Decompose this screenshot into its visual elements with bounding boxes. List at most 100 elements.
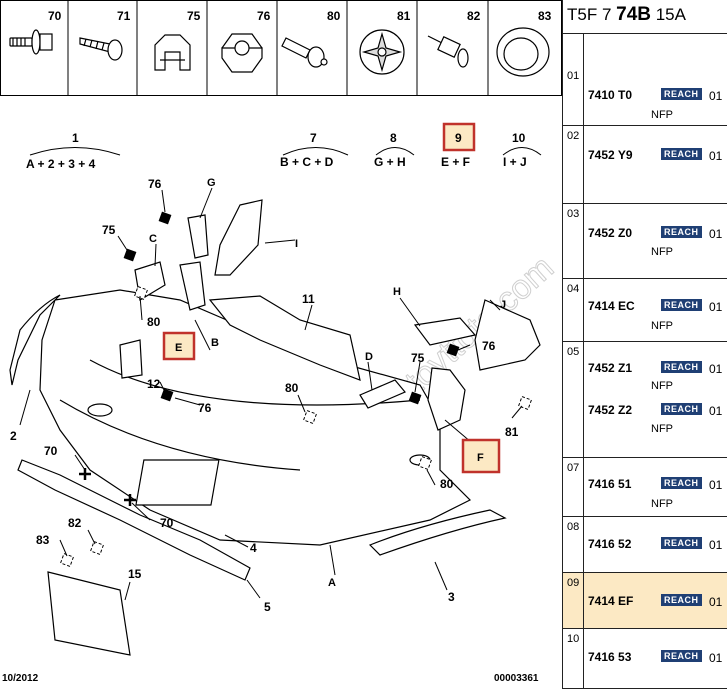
clip-markers	[59, 285, 533, 568]
nfp-label: NFP	[651, 423, 673, 435]
callout-80: 80	[440, 477, 454, 491]
parts-row-05[interactable]: 05 7452 Z1 REACH 01 NFP 7452 Z2 REACH 01…	[563, 342, 727, 458]
row-index: 08	[567, 521, 580, 533]
callout-I: I	[295, 238, 298, 250]
assembly-formula: E + F	[441, 155, 470, 169]
part-reference[interactable]: 7416 52	[588, 537, 632, 551]
row-index: 02	[567, 130, 580, 142]
part-reference[interactable]: 7452 Z1	[588, 361, 633, 375]
part-reference[interactable]: 7414 EC	[588, 299, 635, 313]
reach-badge: REACH	[661, 88, 702, 100]
panel-header: T5F 7 74B 15A	[563, 0, 727, 34]
callout-F-highlighted[interactable]: F	[461, 438, 501, 474]
row-index: 05	[567, 346, 580, 358]
reach-badge: REACH	[661, 361, 702, 373]
bracket-H	[413, 317, 477, 346]
icon-number-83: 83	[538, 9, 552, 23]
row-line: 7416 52 REACH 01	[588, 535, 727, 555]
assembly-formula: I + J	[503, 155, 527, 169]
bracket-F	[427, 367, 466, 431]
icon-number-70: 70	[48, 9, 62, 23]
callout-4: 4	[250, 541, 257, 555]
trim-strip-right	[368, 509, 507, 556]
row-line: 7452 Z0 REACH 01	[588, 224, 727, 244]
part-reference[interactable]: 7414 EF	[588, 594, 634, 608]
row-line: 7416 53 REACH 01	[588, 648, 727, 668]
bolt-with-washer-icon	[9, 29, 53, 55]
row-line: 7452 Y9 REACH 01	[588, 146, 727, 166]
part-reference[interactable]: 7416 51	[588, 477, 632, 491]
assembly-formula: A + 2 + 3 + 4	[26, 157, 96, 171]
parts-row-04[interactable]: 04 7414 EC REACH 01 NFP	[563, 279, 727, 342]
parts-row-07[interactable]: 07 7416 51 REACH 01 NFP	[563, 458, 727, 517]
callout-75: 75	[411, 351, 425, 365]
row-line: 7414 EF REACH 01	[588, 592, 727, 612]
quantity: 01	[709, 595, 723, 609]
part-reference[interactable]: 7410 T0	[588, 88, 633, 102]
parts-list-panel: T5F 7 74B 15A 01 7410 T0 REACH 01 NFP 02…	[562, 0, 727, 689]
header-bold: 74B	[616, 4, 651, 25]
bracket-J	[474, 299, 541, 371]
nfp-label: NFP	[651, 320, 673, 332]
parts-row-01[interactable]: 01 7410 T0 REACH 01 NFP	[563, 66, 727, 126]
callout-H: H	[393, 286, 401, 298]
index-column-divider	[583, 33, 584, 689]
icon-number-71: 71	[117, 9, 131, 23]
parts-row-09-selected[interactable]: 09 7414 EF REACH 01	[563, 573, 727, 629]
callout-82: 82	[68, 516, 82, 530]
callout-F: F	[477, 452, 484, 464]
screw-plus-markers	[79, 468, 136, 506]
nfp-label: NFP	[651, 498, 673, 510]
row-line: 7452 Z2 REACH 01	[588, 401, 727, 421]
quantity: 01	[709, 362, 723, 376]
row-line: 7452 Z1 REACH 01	[588, 359, 727, 379]
callout-J: J	[500, 299, 506, 311]
row-index: 01	[567, 70, 580, 82]
bracket-E	[119, 339, 143, 379]
lower-diffuser	[17, 459, 251, 581]
grommet-icon	[496, 27, 550, 77]
parts-row-03[interactable]: 03 7452 Z0 REACH 01 NFP	[563, 204, 727, 279]
part-reference[interactable]: 7452 Z2	[588, 403, 633, 417]
assembly-number: 1	[72, 131, 79, 145]
callout-A: A	[328, 577, 336, 589]
parts-diagram: 70 71 75 76 80 81 82 83	[0, 0, 562, 684]
row-line: 7414 EC REACH 01	[588, 297, 727, 317]
reach-badge: REACH	[661, 537, 702, 549]
assembly-7: 7 B + C + D	[280, 131, 349, 169]
quantity: 01	[709, 89, 723, 103]
part-reference[interactable]: 7452 Z0	[588, 226, 633, 240]
reach-badge: REACH	[661, 650, 702, 662]
assembly-9-highlighted[interactable]: 9 E + F	[441, 122, 476, 169]
row-line: 7410 T0 REACH 01	[588, 86, 727, 106]
diagram-svg: 70 71 75 76 80 81 82 83	[0, 0, 562, 684]
part-reference[interactable]: 7416 53	[588, 650, 632, 664]
quantity: 01	[709, 538, 723, 552]
callout-80: 80	[285, 381, 299, 395]
part-reference[interactable]: 7452 Y9	[588, 148, 633, 162]
side-trim-left	[9, 294, 61, 386]
nfp-label: NFP	[651, 109, 673, 121]
clip-icon	[154, 34, 191, 71]
parts-row-08[interactable]: 08 7416 52 REACH 01	[563, 517, 727, 573]
callout-E-highlighted[interactable]: E	[162, 331, 196, 361]
assembly-1: 1 A + 2 + 3 + 4	[26, 131, 121, 171]
callout-5: 5	[264, 600, 271, 614]
callout-80: 80	[147, 315, 161, 329]
icon-number-82: 82	[467, 9, 481, 23]
self-tapping-screw-icon	[79, 37, 123, 61]
row-index: 03	[567, 208, 580, 220]
marker-squares	[123, 211, 460, 405]
callout-76: 76	[482, 339, 496, 353]
row-index: 09	[567, 577, 580, 589]
row-index: 07	[567, 462, 580, 474]
nfp-label: NFP	[651, 380, 673, 392]
parts-row-10[interactable]: 10 7416 53 REACH 01	[563, 629, 727, 689]
row-line: 7416 51 REACH 01	[588, 475, 727, 495]
callout-70: 70	[160, 516, 174, 530]
callout-E: E	[175, 342, 182, 354]
reach-badge: REACH	[661, 299, 702, 311]
assembly-8: 8 G + H	[374, 131, 415, 169]
parts-row-02[interactable]: 02 7452 Y9 REACH 01	[563, 126, 727, 204]
callout-76: 76	[198, 401, 212, 415]
